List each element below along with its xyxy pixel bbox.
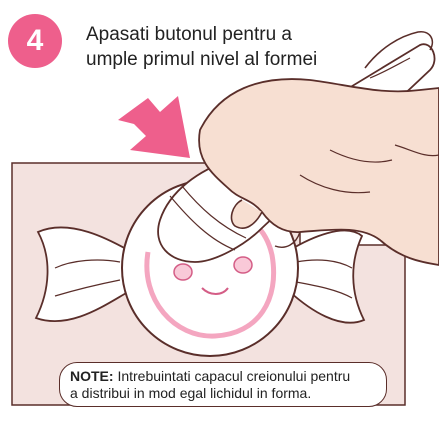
note-box: NOTE: Intrebuintati capacul creionului p… xyxy=(59,362,387,407)
note-text-line-2: a distribui in mod egal lichidul in form… xyxy=(70,385,376,402)
note-label: NOTE: xyxy=(70,368,114,384)
note-text-line-1: Intrebuintati capacul creionului pentru xyxy=(117,368,350,384)
note-line-1: NOTE: Intrebuintati capacul creionului p… xyxy=(70,368,376,385)
arrow-icon xyxy=(118,96,190,158)
